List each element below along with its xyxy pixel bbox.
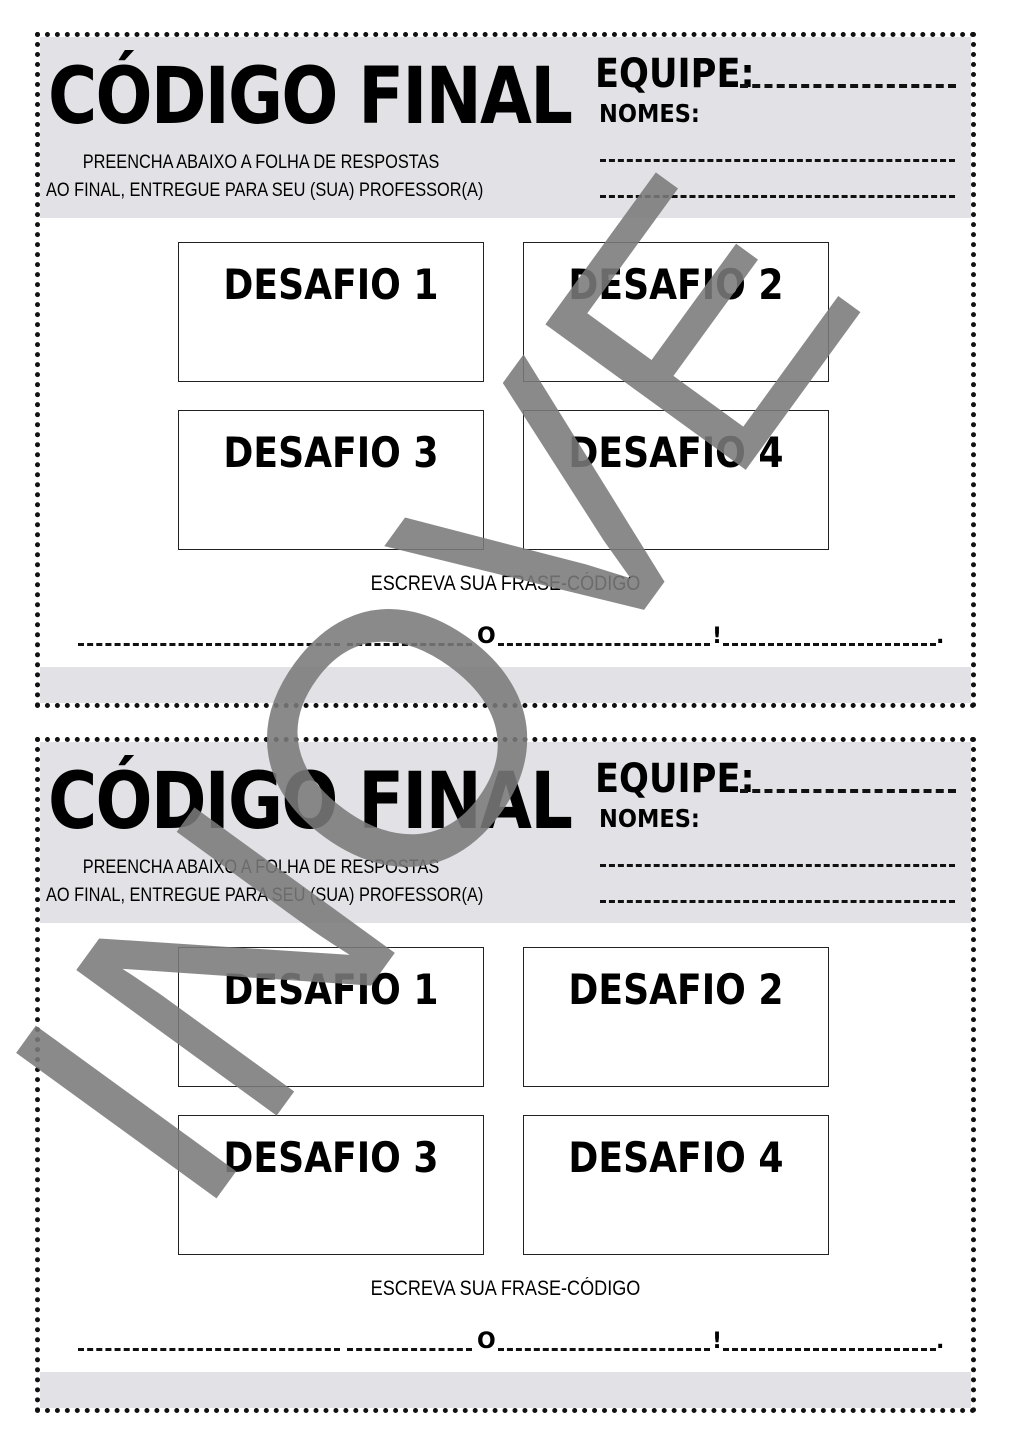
challenge-label: DESAFIO 2 [568, 965, 784, 1014]
team-name-blank[interactable] [740, 789, 956, 793]
names-blank-2[interactable] [600, 900, 955, 903]
phrase-blank-4[interactable] [723, 643, 936, 646]
team-name-blank[interactable] [740, 84, 956, 88]
answer-card-1: CÓDIGO FINAL PREENCHA ABAIXO A FOLHA DE … [35, 32, 976, 708]
phrase-label: ESCREVA SUA FRASE-CÓDIGO [370, 572, 641, 595]
challenge-box-4[interactable]: DESAFIO 4 [523, 1115, 829, 1255]
challenge-box-4[interactable]: DESAFIO 4 [523, 410, 829, 550]
challenge-label: DESAFIO 4 [568, 428, 784, 477]
challenge-label: DESAFIO 4 [568, 1133, 784, 1182]
footer-band [40, 667, 971, 703]
phrase-blank-2[interactable] [347, 643, 472, 646]
answer-card-2: CÓDIGO FINAL PREENCHA ABAIXO A FOLHA DE … [35, 737, 976, 1413]
header-band [40, 742, 971, 923]
challenge-box-2[interactable]: DESAFIO 2 [523, 947, 829, 1087]
challenge-box-1[interactable]: DESAFIO 1 [178, 242, 484, 382]
phrase-fixed-word: O [477, 1329, 496, 1354]
phrase-blank-1[interactable] [78, 1348, 340, 1351]
challenge-box-3[interactable]: DESAFIO 3 [178, 410, 484, 550]
challenge-label: DESAFIO 1 [223, 965, 439, 1014]
phrase-blank-4[interactable] [723, 1348, 936, 1351]
names-blank-1[interactable] [600, 159, 955, 162]
phrase-exclamation: ! [712, 1329, 723, 1354]
phrase-blank-2[interactable] [347, 1348, 472, 1351]
instructions: PREENCHA ABAIXO A FOLHA DE RESPOSTAS AO … [46, 149, 484, 205]
phrase-blank-3[interactable] [498, 643, 710, 646]
challenge-label: DESAFIO 3 [223, 428, 439, 477]
instructions: PREENCHA ABAIXO A FOLHA DE RESPOSTAS AO … [46, 854, 484, 910]
challenge-label: DESAFIO 3 [223, 1133, 439, 1182]
phrase-code-row: O ! . [40, 622, 971, 652]
phrase-period: . [936, 1329, 945, 1354]
names-label: NOMES: [599, 99, 700, 128]
phrase-period: . [936, 624, 945, 649]
team-label: EQUIPE: [595, 51, 755, 97]
phrase-exclamation: ! [712, 624, 723, 649]
instruction-line-2: AO FINAL, ENTREGUE PARA SEU (SUA) PROFES… [46, 180, 484, 201]
challenge-box-1[interactable]: DESAFIO 1 [178, 947, 484, 1087]
team-label: EQUIPE: [595, 756, 755, 802]
footer-band [40, 1372, 971, 1408]
instruction-line-1: PREENCHA ABAIXO A FOLHA DE RESPOSTAS [82, 857, 440, 878]
phrase-code-row: O ! . [40, 1327, 971, 1357]
names-label: NOMES: [599, 804, 700, 833]
phrase-label: ESCREVA SUA FRASE-CÓDIGO [370, 1277, 641, 1300]
phrase-blank-1[interactable] [78, 643, 340, 646]
phrase-fixed-word: O [477, 624, 496, 649]
phrase-blank-3[interactable] [498, 1348, 710, 1351]
challenge-label: DESAFIO 2 [568, 260, 784, 309]
card-title: CÓDIGO FINAL [48, 52, 573, 142]
instruction-line-1: PREENCHA ABAIXO A FOLHA DE RESPOSTAS [82, 152, 440, 173]
header-band [40, 37, 971, 218]
names-blank-1[interactable] [600, 864, 955, 867]
card-title: CÓDIGO FINAL [48, 757, 573, 847]
names-blank-2[interactable] [600, 195, 955, 198]
challenge-label: DESAFIO 1 [223, 260, 439, 309]
challenge-box-3[interactable]: DESAFIO 3 [178, 1115, 484, 1255]
challenge-box-2[interactable]: DESAFIO 2 [523, 242, 829, 382]
instruction-line-2: AO FINAL, ENTREGUE PARA SEU (SUA) PROFES… [46, 885, 484, 906]
